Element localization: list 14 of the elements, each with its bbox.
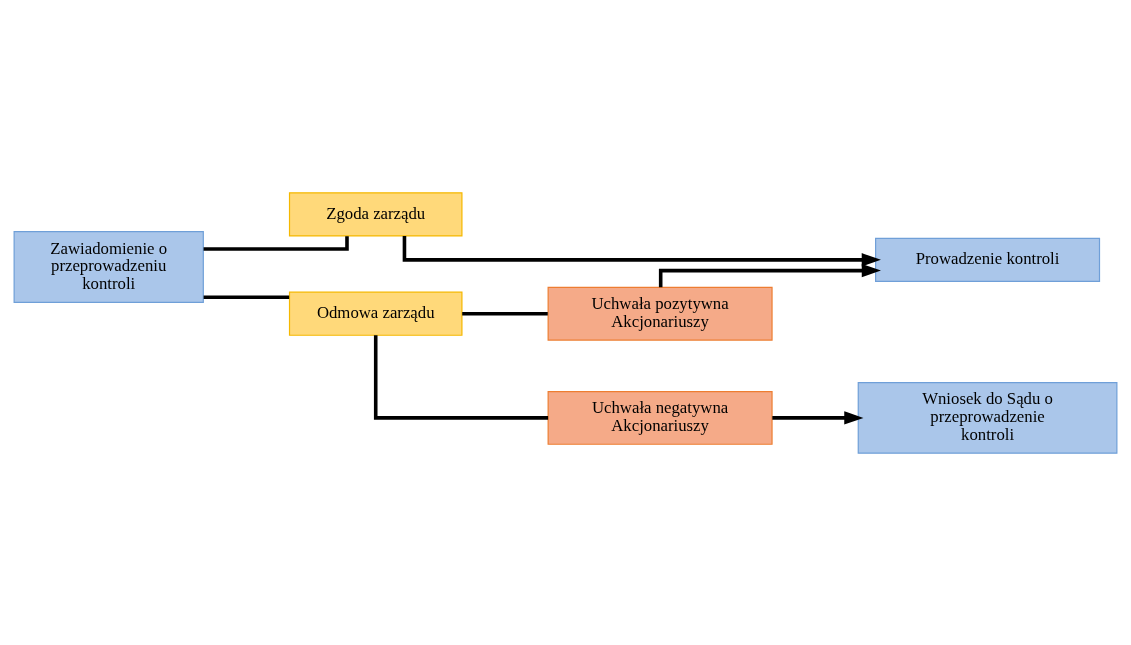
arrow xyxy=(658,263,881,287)
node-box: Wniosek do Sądu o przeprowadzenie kontroli xyxy=(857,381,1118,454)
node-box: Uchwała negatywna Akcjonariuszy xyxy=(547,390,773,445)
connector xyxy=(203,294,290,299)
node-box: Odmowa zarządu xyxy=(288,291,463,336)
arrow xyxy=(402,235,881,267)
connector xyxy=(462,311,548,315)
connector xyxy=(203,235,349,251)
node-box: Zgoda zarządu xyxy=(288,191,463,236)
node-box: Zawiadomienie o przeprowadzeniu kontroli xyxy=(13,230,204,303)
node-box: Prowadzenie kontroli xyxy=(875,237,1101,282)
node-box: Uchwała pozytywna Akcjonariuszy xyxy=(547,286,773,341)
arrow xyxy=(772,410,864,425)
connector xyxy=(373,334,549,420)
